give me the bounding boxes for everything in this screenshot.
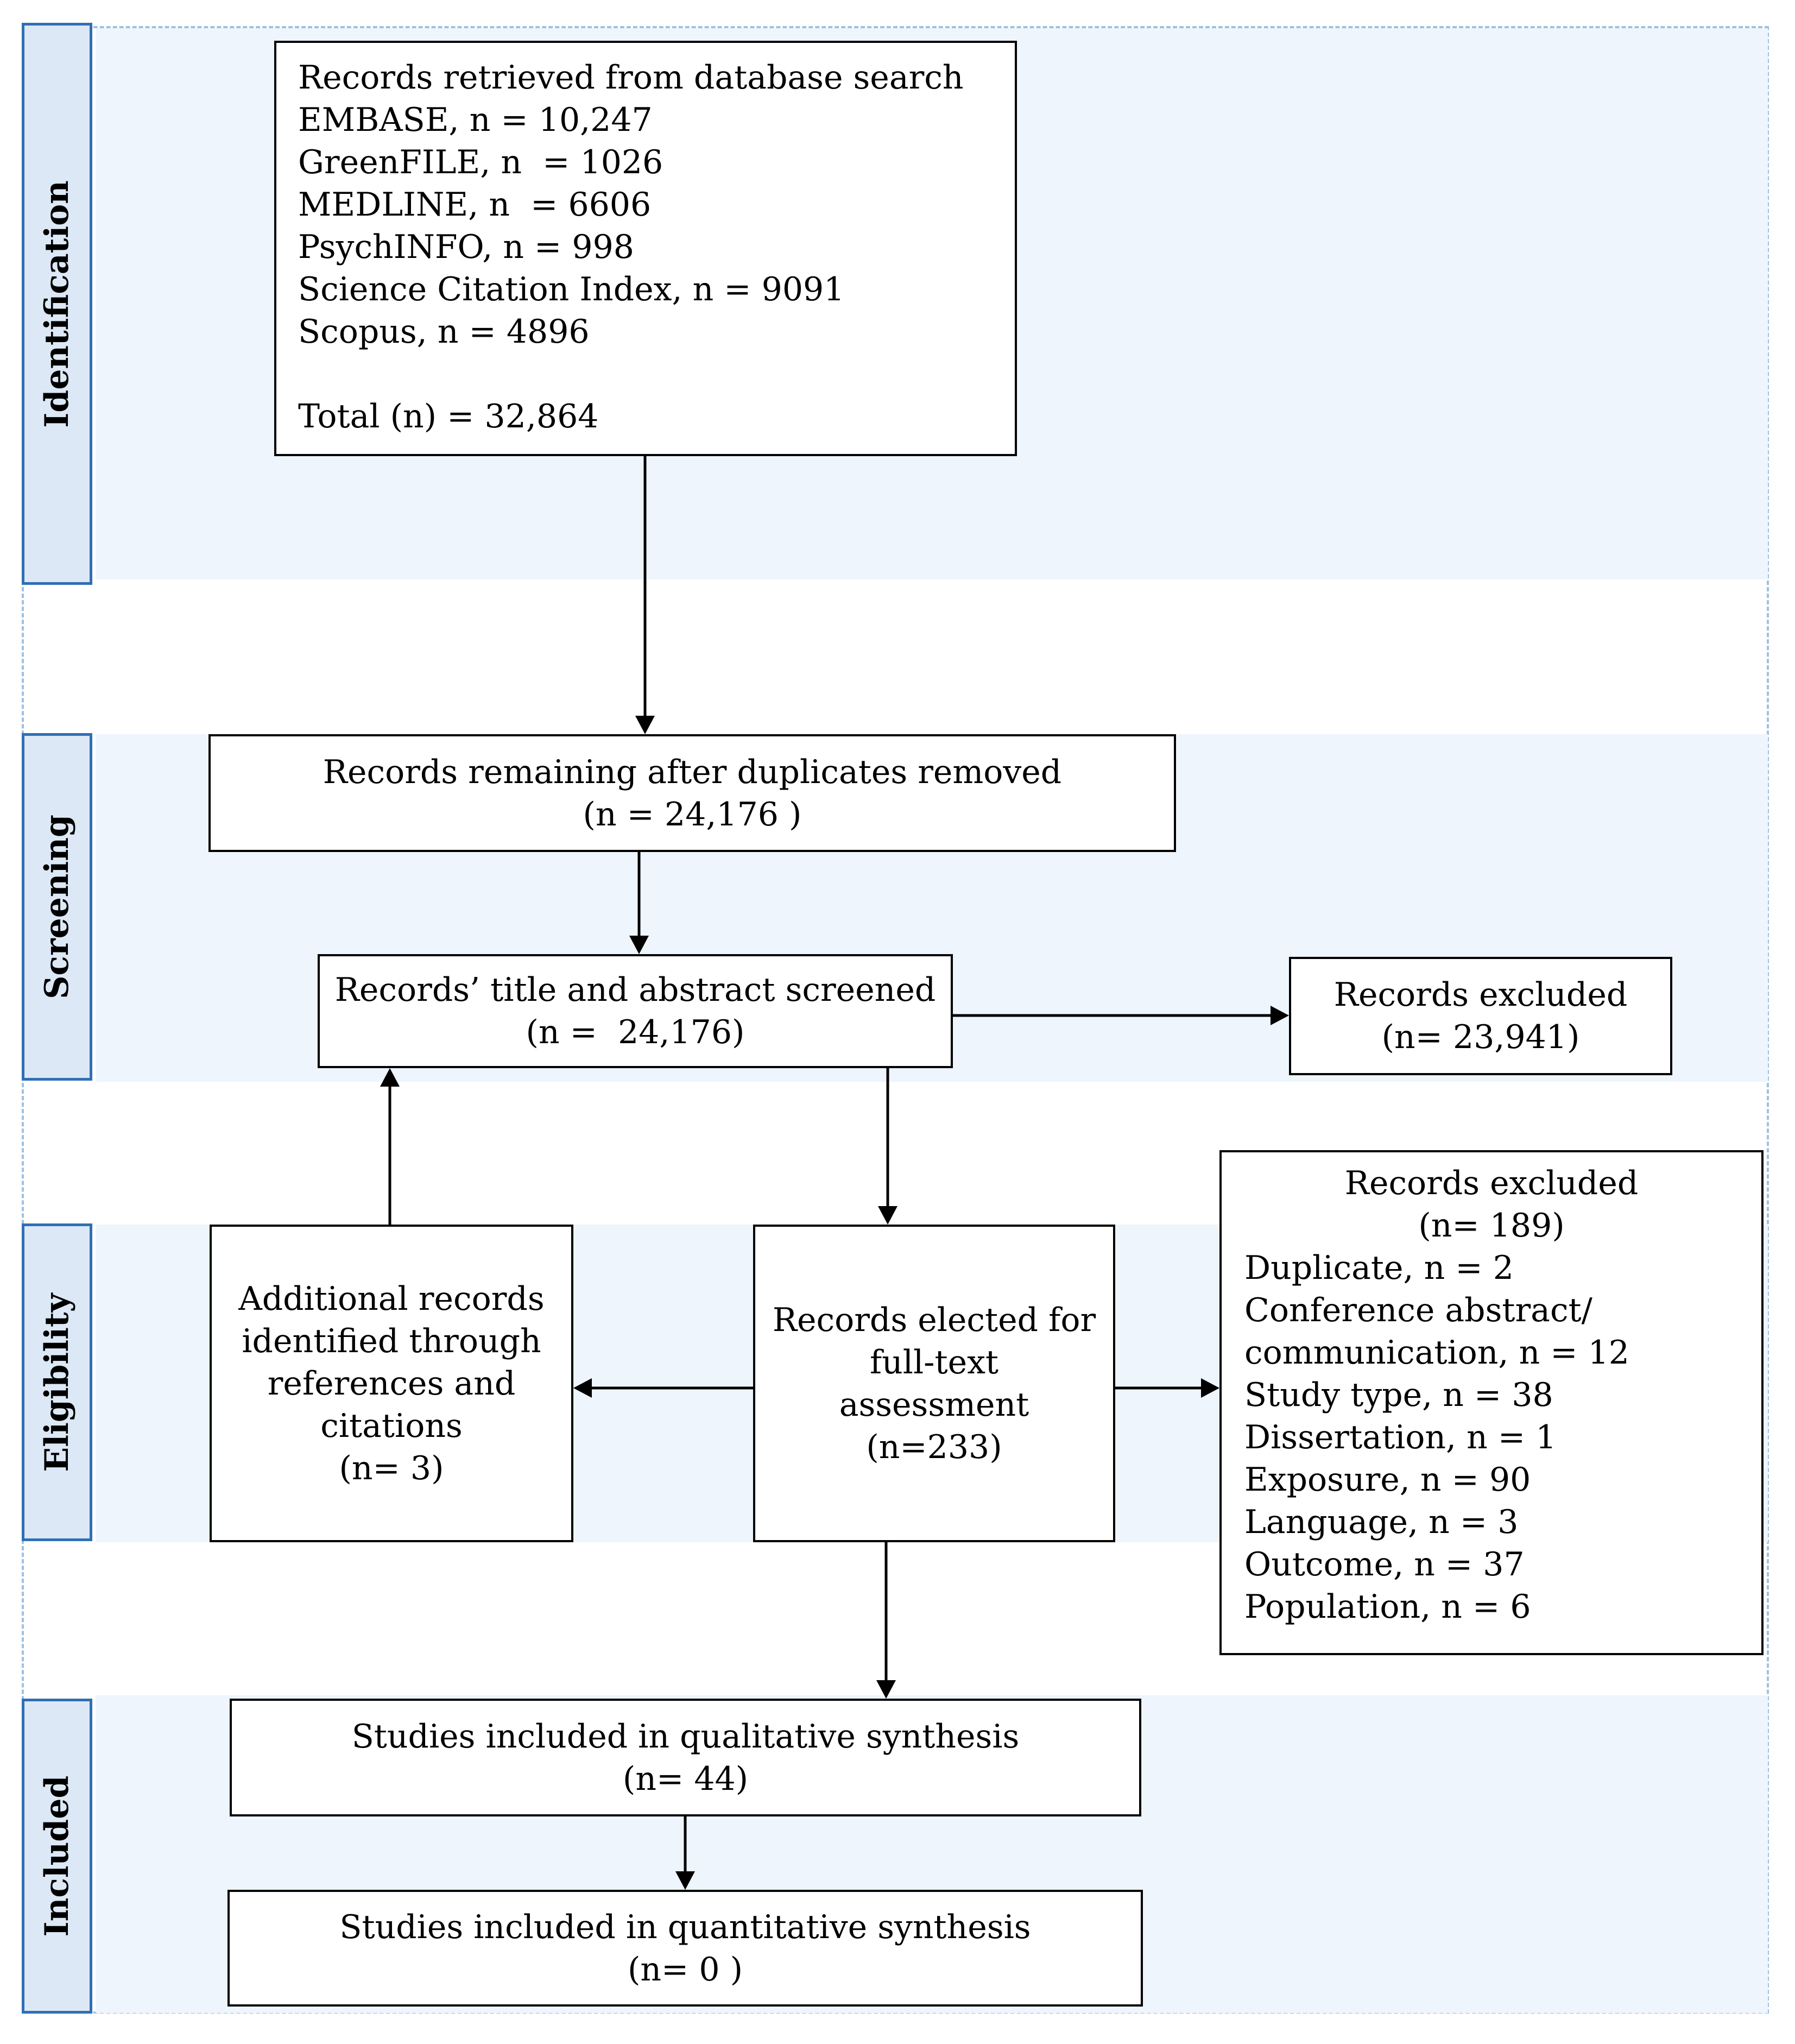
box-line: Science Citation Index, n = 9091 <box>298 270 845 308</box>
box-line: Dissertation, n = 1 <box>1244 1418 1557 1456</box>
box-line: PsychINFO, n = 998 <box>298 228 634 266</box>
box-line: identified through <box>242 1322 541 1360</box>
arrowhead <box>573 1378 592 1398</box>
box-line: assessment <box>839 1385 1029 1424</box>
box-line: Records excluded <box>1333 976 1628 1014</box>
box-line: Records excluded <box>1344 1164 1639 1202</box>
qualitative-synthesis-box: Studies included in qualitative synthesi… <box>230 1699 1141 1816</box>
full-text-assessment-box: Records elected for full-text assessment… <box>753 1225 1115 1542</box>
box-line: Records retrieved from database search <box>298 59 964 97</box>
box-line: Outcome, n = 37 <box>1244 1545 1525 1584</box>
box-line: (n = 24,176 ) <box>583 795 802 834</box>
stage-included: Included <box>22 1699 92 2014</box>
box-line: Population, n = 6 <box>1244 1588 1531 1626</box>
box-line: (n= 3) <box>339 1449 444 1487</box>
box-line: Records elected for <box>772 1301 1096 1339</box>
box-line: EMBASE, n = 10,247 <box>298 101 653 139</box>
arrowhead <box>635 716 655 734</box>
box-line: Language, n = 3 <box>1244 1503 1519 1541</box>
box-line: (n = 24,176) <box>526 1013 745 1051</box>
additional-records-box: Additional records identified through re… <box>210 1225 573 1542</box>
box-line: Duplicate, n = 2 <box>1244 1249 1514 1287</box>
stage-eligibility: Eligibility <box>22 1223 92 1541</box>
arrowhead <box>1201 1378 1219 1398</box>
quantitative-synthesis-box: Studies included in quantitative synthes… <box>227 1890 1143 2007</box>
excluded-full-text-box: Records excluded (n= 189) Duplicate, n =… <box>1219 1150 1764 1655</box>
box-line: (n= 189) <box>1418 1207 1565 1245</box>
box-line: (n= 44) <box>622 1759 749 1798</box>
box-line: Studies included in qualitative synthesi… <box>351 1717 1020 1756</box>
arrowhead <box>380 1068 400 1087</box>
arrowhead <box>629 936 649 954</box>
box-line: Scopus, n = 4896 <box>298 313 590 351</box>
box-line: citations <box>320 1406 463 1445</box>
box-line: Additional records <box>238 1279 545 1318</box>
box-line: Study type, n = 38 <box>1244 1376 1553 1414</box>
stage-screening: Screening <box>22 733 92 1081</box>
box-line: MEDLINE, n = 6606 <box>298 186 652 224</box>
title-abstract-screened-box: Records’ title and abstract screened (n … <box>318 954 953 1068</box>
arrowhead <box>876 1680 896 1699</box>
box-line: communication, n = 12 <box>1244 1334 1629 1372</box>
box-line: (n= 0 ) <box>627 1950 743 1989</box>
arrowhead <box>675 1871 695 1890</box>
box-line: (n= 23,941) <box>1381 1018 1580 1056</box>
box-line: Conference abstract/ <box>1244 1291 1592 1329</box>
box-line: full-text <box>869 1343 999 1381</box>
box-line: references and <box>267 1364 516 1403</box>
arrowhead <box>878 1206 897 1225</box>
box-line: Studies included in quantitative synthes… <box>339 1908 1031 1946</box>
box-line: Exposure, n = 90 <box>1244 1461 1531 1499</box>
database-search-box: Records retrieved from database search E… <box>274 41 1017 456</box>
excluded-screening-box: Records excluded (n= 23,941) <box>1289 957 1672 1075</box>
stage-identification: Identification <box>22 23 92 585</box>
duplicates-removed-box: Records remaining after duplicates remov… <box>208 734 1176 852</box>
box-line: Records remaining after duplicates remov… <box>323 753 1062 791</box>
arrowhead <box>1271 1006 1289 1025</box>
box-line: (n=233) <box>866 1428 1002 1466</box>
box-line: Records’ title and abstract screened <box>334 971 936 1009</box>
box-line: Total (n) = 32,864 <box>298 398 599 436</box>
box-line: GreenFILE, n = 1026 <box>298 143 663 181</box>
